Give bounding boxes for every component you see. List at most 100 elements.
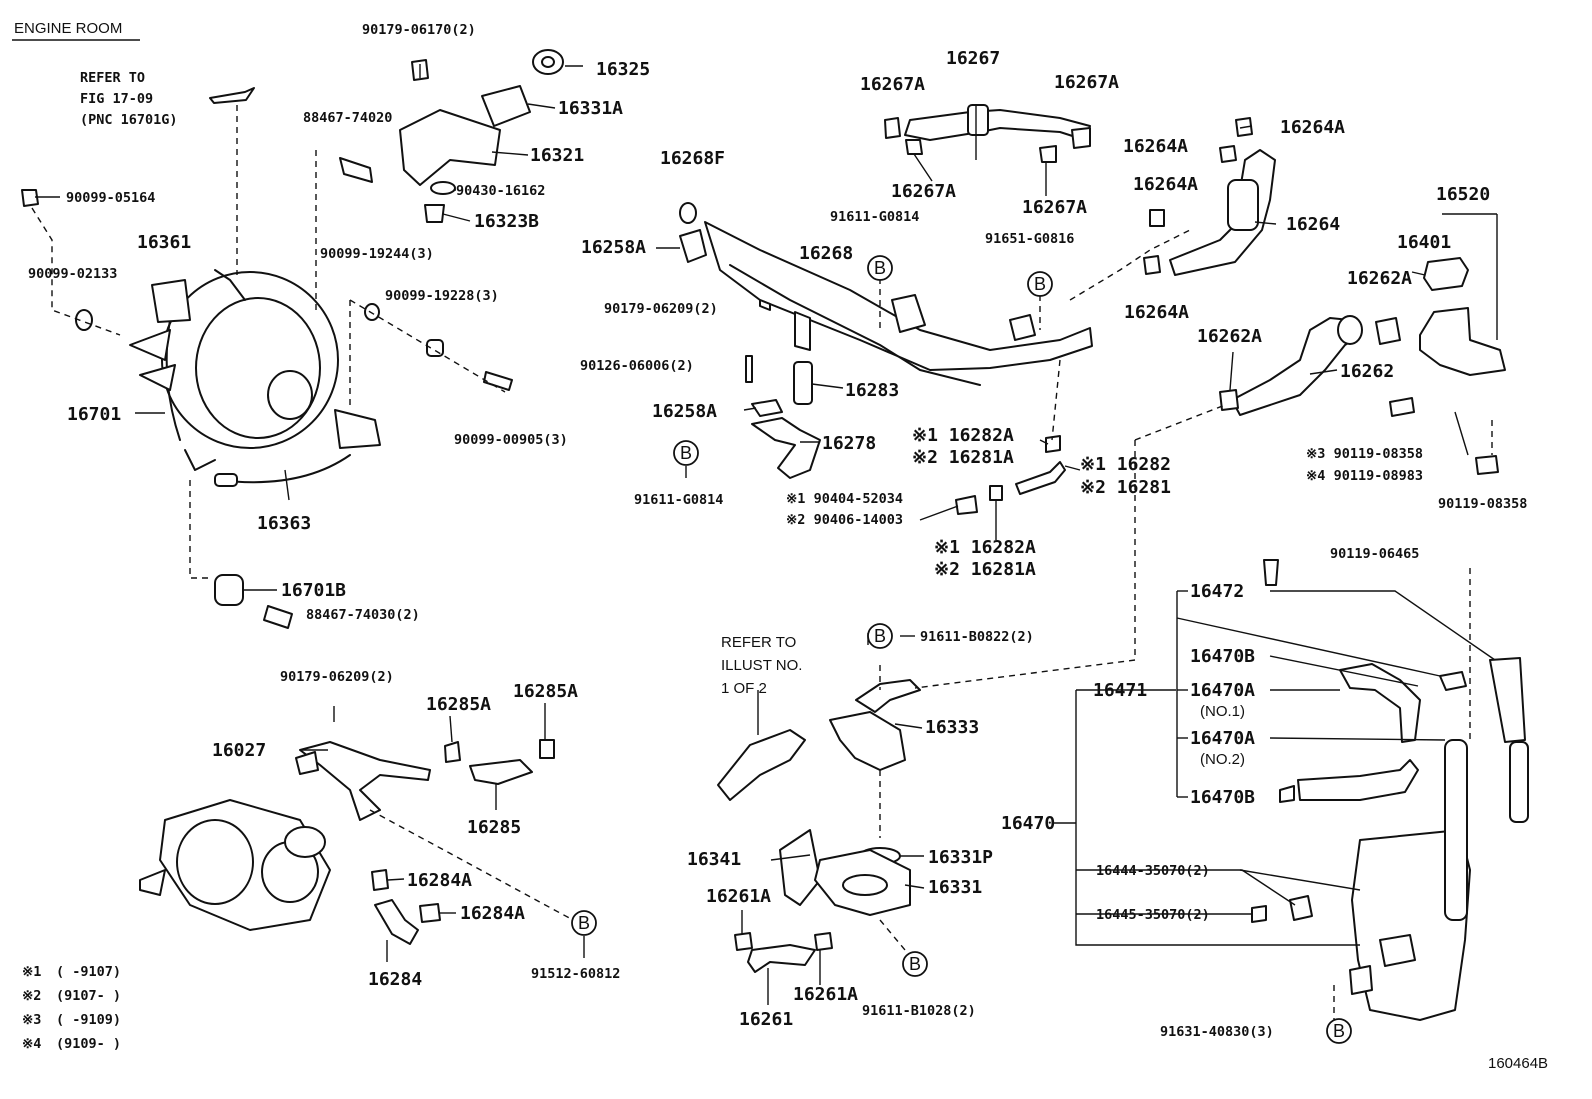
svg-text:B: B bbox=[1333, 1021, 1345, 1041]
label-90119-08358-b: 90119-08358 bbox=[1438, 496, 1527, 512]
label-16264A-4: 16264A bbox=[1124, 302, 1189, 323]
label-91651-G0816: 91651-G0816 bbox=[985, 231, 1074, 247]
svg-text:(9107- ): (9107- ) bbox=[56, 988, 121, 1004]
label-90430-16162: 90430-16162 bbox=[456, 183, 545, 199]
label-16283: 16283 bbox=[845, 380, 899, 401]
svg-text:(PNC 16701G): (PNC 16701G) bbox=[80, 112, 178, 128]
label-16281A-1: ※2 16281A bbox=[912, 447, 1014, 468]
header-title: ENGINE ROOM bbox=[14, 20, 122, 37]
label-90126-06006: 90126-06006(2) bbox=[580, 358, 694, 374]
label-16361: 16361 bbox=[137, 232, 191, 253]
label-16267A-3: 16267A bbox=[891, 181, 956, 202]
svg-text:B: B bbox=[909, 954, 921, 974]
label-16261A-2: 16261A bbox=[793, 984, 858, 1005]
label-90179-06170: 90179-06170(2) bbox=[362, 22, 476, 38]
label-91611-G0814-top: 91611-G0814 bbox=[830, 209, 919, 225]
label-16285A-1: 16285A bbox=[426, 694, 491, 715]
svg-text:※1: ※1 bbox=[22, 964, 41, 980]
drawing-code: 160464B bbox=[1488, 1055, 1548, 1072]
label-16470B-2: 16470B bbox=[1190, 787, 1255, 808]
label-16285: 16285 bbox=[467, 817, 521, 838]
svg-text:B: B bbox=[874, 258, 886, 278]
label-16282: ※1 16282 bbox=[1080, 454, 1171, 475]
label-16262: 16262 bbox=[1340, 361, 1394, 382]
label-16470A-2: 16470A bbox=[1190, 728, 1255, 749]
label-16331A: 16331A bbox=[558, 98, 623, 119]
applicability-legend: ※1 ( -9107) ※2 (9107- ) ※3 ( -9109) ※4 (… bbox=[22, 964, 121, 1052]
label-16520: 16520 bbox=[1436, 184, 1490, 205]
svg-text:REFER TO: REFER TO bbox=[80, 70, 145, 86]
label-16267A-1: 16267A bbox=[860, 74, 925, 95]
b-marker-4: B bbox=[867, 623, 893, 649]
label-16333: 16333 bbox=[925, 717, 979, 738]
hose-16264-group bbox=[1143, 117, 1276, 276]
leader-lines bbox=[31, 64, 1498, 1028]
label-16284A-2: 16284A bbox=[460, 903, 525, 924]
b-marker-7: B bbox=[1326, 1018, 1352, 1044]
label-16284A-1: 16284A bbox=[407, 870, 472, 891]
label-90099-19228: 90099-19228(3) bbox=[385, 288, 499, 304]
svg-text:B: B bbox=[680, 443, 692, 463]
label-16470A-1-no: (NO.1) bbox=[1200, 703, 1245, 720]
label-16284: 16284 bbox=[368, 969, 422, 990]
label-16264A-1: 16264A bbox=[1280, 117, 1345, 138]
label-90179-06209-b: 90179-06209(2) bbox=[280, 669, 394, 685]
refer-fig-note: REFER TO FIG 17-09 (PNC 16701G) bbox=[80, 70, 178, 128]
label-16325: 16325 bbox=[596, 59, 650, 80]
label-90119-06465: 90119-06465 bbox=[1330, 546, 1419, 562]
label-90179-06209-a: 90179-06209(2) bbox=[604, 301, 718, 317]
label-90099-05164: 90099-05164 bbox=[66, 190, 155, 206]
label-16267: 16267 bbox=[946, 48, 1000, 69]
label-16701B: 16701B bbox=[281, 580, 346, 601]
label-90119-08983: ※4 90119-08983 bbox=[1306, 468, 1423, 484]
label-90404-52034: ※1 90404-52034 bbox=[786, 491, 903, 507]
label-91611-B0822: 91611-B0822(2) bbox=[920, 629, 1034, 645]
b-marker-2: B bbox=[1027, 271, 1053, 297]
svg-text:※4: ※4 bbox=[22, 1036, 41, 1052]
svg-text:1 OF 2: 1 OF 2 bbox=[721, 680, 767, 697]
label-91611-G0814-bot: 91611-G0814 bbox=[634, 492, 723, 508]
svg-text:※3: ※3 bbox=[22, 1012, 41, 1028]
label-16267A-2: 16267A bbox=[1054, 72, 1119, 93]
svg-text:B: B bbox=[578, 913, 590, 933]
label-16470B-1: 16470B bbox=[1190, 646, 1255, 667]
label-16282A-1: ※1 16282A bbox=[912, 425, 1014, 446]
label-16363: 16363 bbox=[257, 513, 311, 534]
label-16258A-1: 16258A bbox=[581, 237, 646, 258]
label-88467-74030: 88467-74030(2) bbox=[306, 607, 420, 623]
label-90099-02133: 90099-02133 bbox=[28, 266, 117, 282]
label-16027: 16027 bbox=[212, 740, 266, 761]
label-16401: 16401 bbox=[1397, 232, 1451, 253]
label-16341: 16341 bbox=[687, 849, 741, 870]
hose-16267-group bbox=[884, 104, 1091, 163]
label-90099-19244: 90099-19244(3) bbox=[320, 246, 434, 262]
svg-text:FIG 17-09: FIG 17-09 bbox=[80, 91, 153, 107]
label-91512-60812: 91512-60812 bbox=[531, 966, 620, 982]
label-16444-35070: 16444-35070(2) bbox=[1096, 863, 1210, 879]
label-16262A-2: 16262A bbox=[1197, 326, 1262, 347]
svg-text:B: B bbox=[874, 626, 886, 646]
label-16472: 16472 bbox=[1190, 581, 1244, 602]
turbo-lower-left bbox=[139, 739, 555, 945]
label-16268: 16268 bbox=[799, 243, 853, 264]
b-marker-1: B bbox=[867, 255, 893, 281]
part-labels: 90179-06170(2) 16325 16331A 88467-74020 … bbox=[28, 22, 1527, 1040]
label-16264A-3: 16264A bbox=[1133, 174, 1198, 195]
b-marker-5: B bbox=[902, 951, 928, 977]
svg-text:B: B bbox=[1034, 274, 1046, 294]
label-16331: 16331 bbox=[928, 877, 982, 898]
label-16268F: 16268F bbox=[660, 148, 725, 169]
svg-text:(9109- ): (9109- ) bbox=[56, 1036, 121, 1052]
reservoir-group bbox=[1251, 559, 1529, 1021]
label-16321: 16321 bbox=[530, 145, 584, 166]
label-16261A-1: 16261A bbox=[706, 886, 771, 907]
label-16471: 16471 bbox=[1093, 680, 1147, 701]
label-91611-B1028: 91611-B1028(2) bbox=[862, 1003, 976, 1019]
label-91631-40830: 91631-40830(3) bbox=[1160, 1024, 1274, 1040]
b-marker-6: B bbox=[571, 910, 597, 936]
svg-text:( -9107): ( -9107) bbox=[56, 964, 121, 980]
label-16445-35070: 16445-35070(2) bbox=[1096, 907, 1210, 923]
label-16470A-2-no: (NO.2) bbox=[1200, 751, 1245, 768]
label-88467-74020: 88467-74020 bbox=[303, 110, 392, 126]
water-outlet-group bbox=[717, 679, 921, 973]
